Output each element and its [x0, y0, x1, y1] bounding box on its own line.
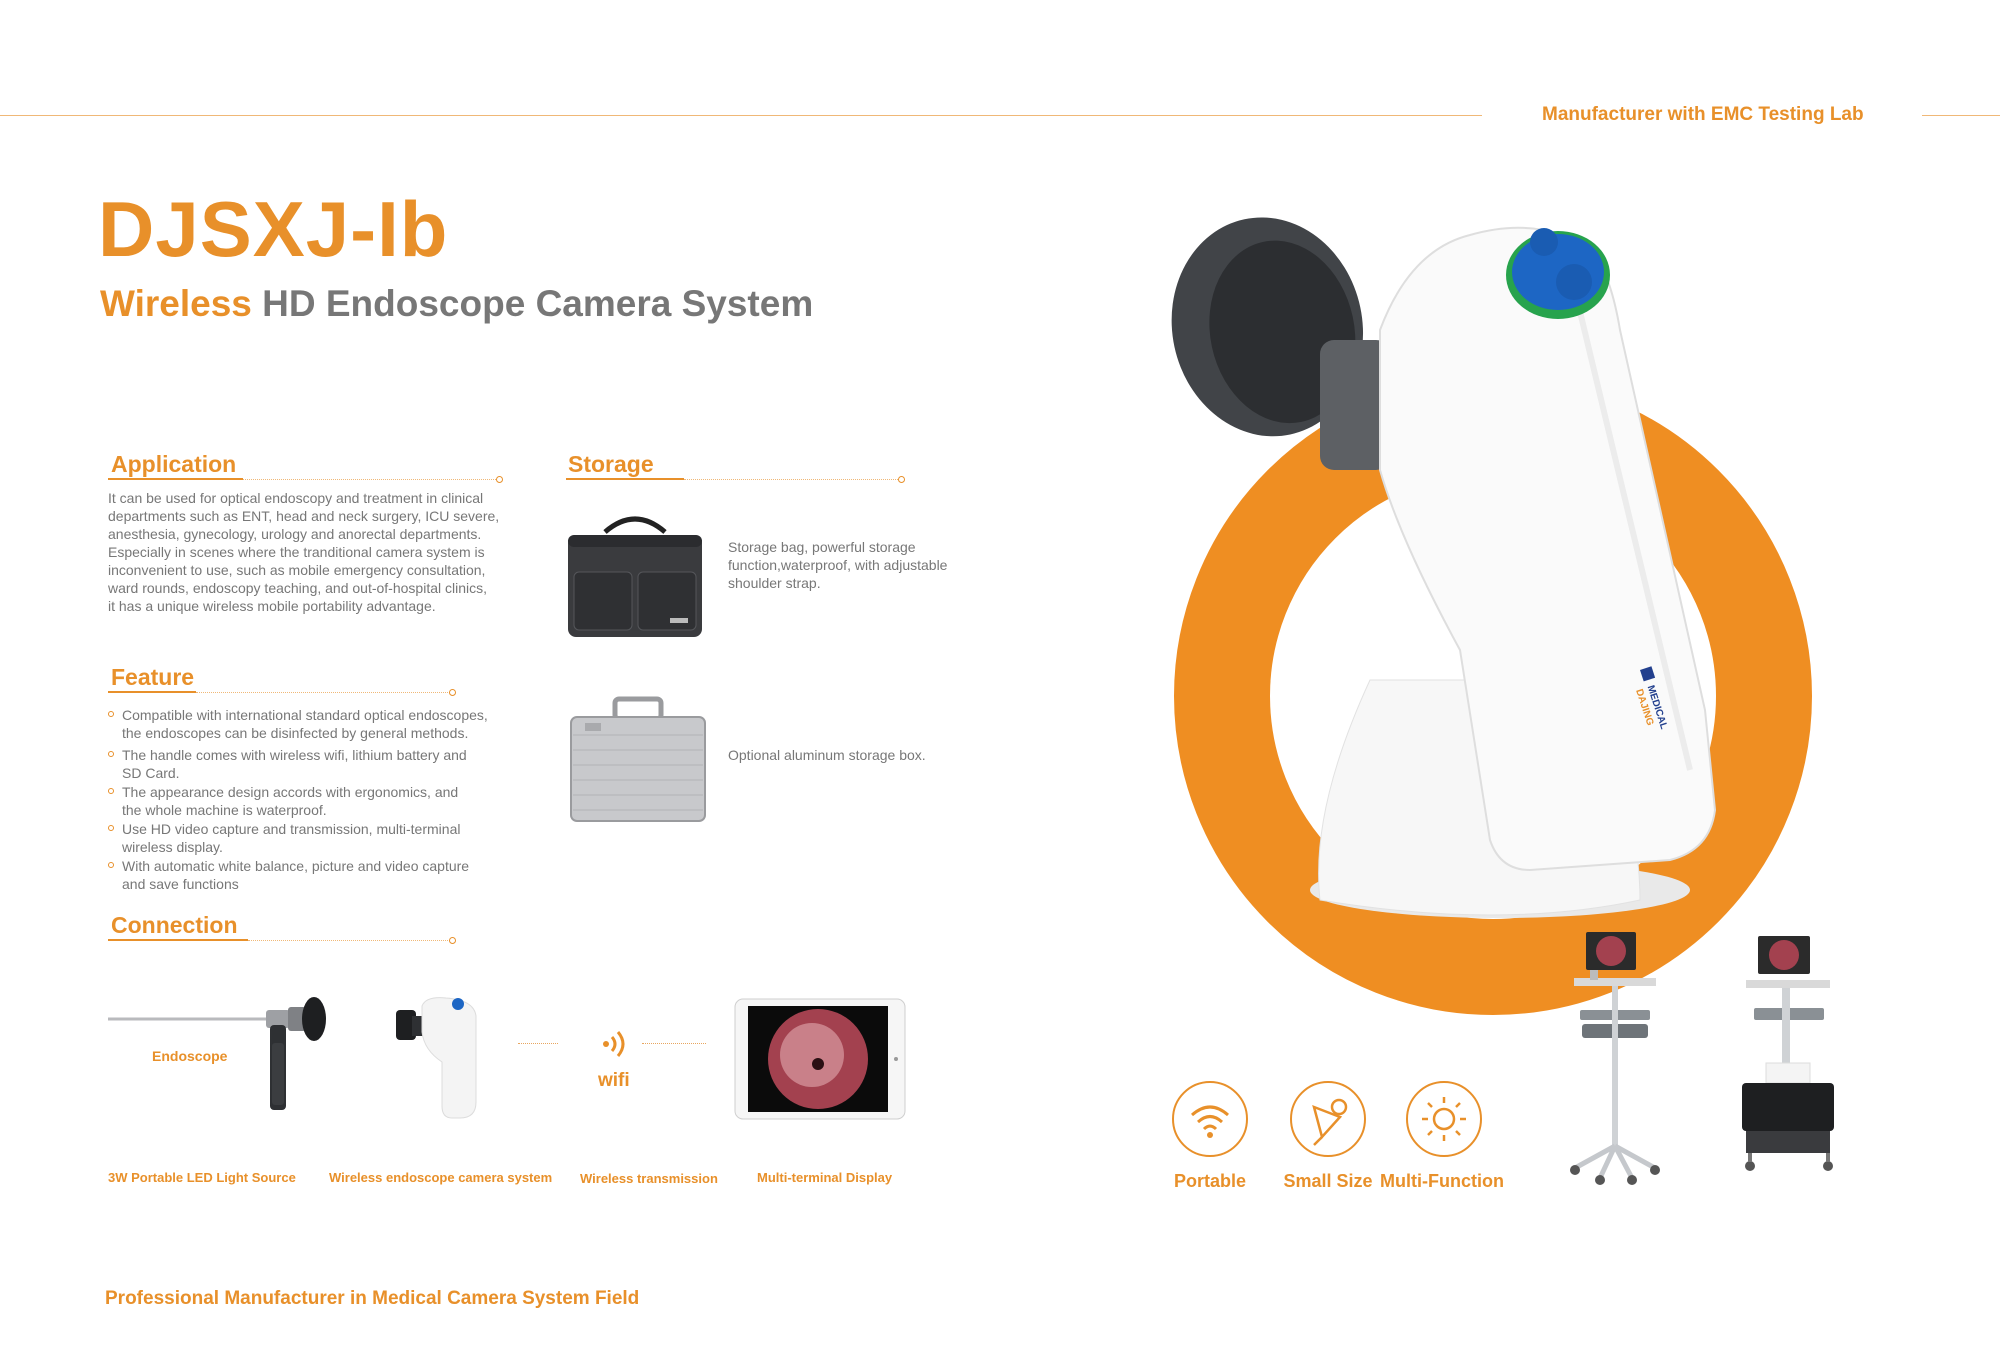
storage-dotted-rule: [684, 479, 900, 480]
feature-item: The appearance design accords with ergon…: [108, 783, 528, 819]
storage-box-text: Optional aluminum storage box.: [728, 747, 926, 763]
portable-label: Portable: [1173, 1171, 1247, 1191]
storage-underline: [566, 478, 684, 480]
wifi-dotted-right: [642, 1043, 706, 1044]
application-rule-end: [496, 476, 503, 483]
endoscope-image: [108, 997, 326, 1110]
application-dotted-rule: [243, 479, 498, 480]
application-text: It can be used for optical endoscopy and…: [108, 489, 538, 615]
small-size-label: Small Size: [1283, 1171, 1373, 1191]
caption-light-source: 3W Portable LED Light Source: [108, 1170, 296, 1185]
storage-title: Storage: [568, 451, 654, 477]
footer-tagline: Professional Manufacturer in Medical Cam…: [105, 1288, 640, 1309]
feature-item: Compatible with international standard o…: [108, 706, 528, 742]
small-size-feature-circle: [1290, 1081, 1366, 1157]
sun-icon: [1422, 1097, 1466, 1141]
hero-device-illustration: MEDICAL DAJING: [1171, 217, 1812, 1015]
wifi-label: wifi: [598, 1070, 630, 1091]
connection-dotted-rule: [248, 940, 450, 941]
wifi-signal-icon: [603, 1031, 625, 1057]
feature-list: Compatible with international standard o…: [108, 706, 528, 894]
small-size-icon: [1312, 1098, 1348, 1146]
application-line: anesthesia, gynecology, urology and anor…: [108, 526, 482, 542]
application-line: it has a unique wireless mobile portabil…: [108, 598, 436, 614]
application-line: Especially in scenes where the tranditio…: [108, 544, 485, 560]
application-underline: [108, 478, 243, 480]
feature-title: Feature: [111, 664, 195, 690]
caption-multi-terminal: Multi-terminal Display: [757, 1170, 893, 1185]
application-title: Application: [111, 451, 237, 477]
portable-feature-circle: [1172, 1081, 1248, 1157]
wifi-dotted-left: [518, 1043, 558, 1044]
application-line: departments such as ENT, head and neck s…: [108, 508, 500, 524]
application-line: It can be used for optical endoscopy and…: [108, 490, 484, 506]
mobile-cart-image: [1570, 932, 1660, 1185]
product-subtitle: Wireless HD Endoscope Camera System: [100, 283, 813, 325]
header-rule-right: [1922, 115, 2000, 116]
storage-bag-text: Storage bag, powerful storage function,w…: [728, 539, 948, 591]
feature-dotted-rule: [196, 692, 450, 693]
subtitle-highlight: Wireless: [100, 283, 252, 324]
subtitle-rest: HD Endoscope Camera System: [251, 283, 814, 324]
application-line: inconvenient to use, such as mobile emer…: [108, 562, 486, 578]
connection-rule-end: [449, 937, 456, 944]
connection-title: Connection: [111, 912, 238, 938]
connection-underline: [108, 939, 248, 941]
feature-item: Use HD video capture and transmission, m…: [108, 820, 528, 856]
header-tag: Manufacturer with EMC Testing Lab: [1542, 104, 1864, 125]
multi-function-label: Multi-Function: [1380, 1171, 1504, 1191]
caption-wireless-transmission: Wireless transmission: [580, 1171, 718, 1186]
multi-function-feature-circle: [1406, 1081, 1482, 1157]
endoscope-label: Endoscope: [152, 1048, 228, 1064]
power-button: [1530, 228, 1558, 256]
product-model: DJSXJ-Ib: [98, 185, 449, 273]
tablet-display-image: [734, 998, 906, 1120]
caption-camera-system: Wireless endoscope camera system: [329, 1170, 553, 1185]
application-line: ward rounds, endoscopy teaching, and out…: [108, 580, 487, 596]
storage-rule-end: [898, 476, 905, 483]
feature-item: The handle comes with wireless wifi, lit…: [108, 746, 528, 782]
cart-with-printer-image: [1742, 936, 1834, 1171]
feature-rule-end: [449, 689, 456, 696]
wifi-icon: [1191, 1105, 1229, 1138]
camera-handle-image: [396, 997, 477, 1119]
header-rule-left: [0, 115, 1482, 116]
feature-underline: [108, 691, 196, 693]
aluminum-box-image: [570, 696, 706, 822]
capture-button: [1556, 264, 1592, 300]
feature-item: With automatic white balance, picture an…: [108, 857, 528, 893]
storage-bag-image: [568, 516, 702, 637]
